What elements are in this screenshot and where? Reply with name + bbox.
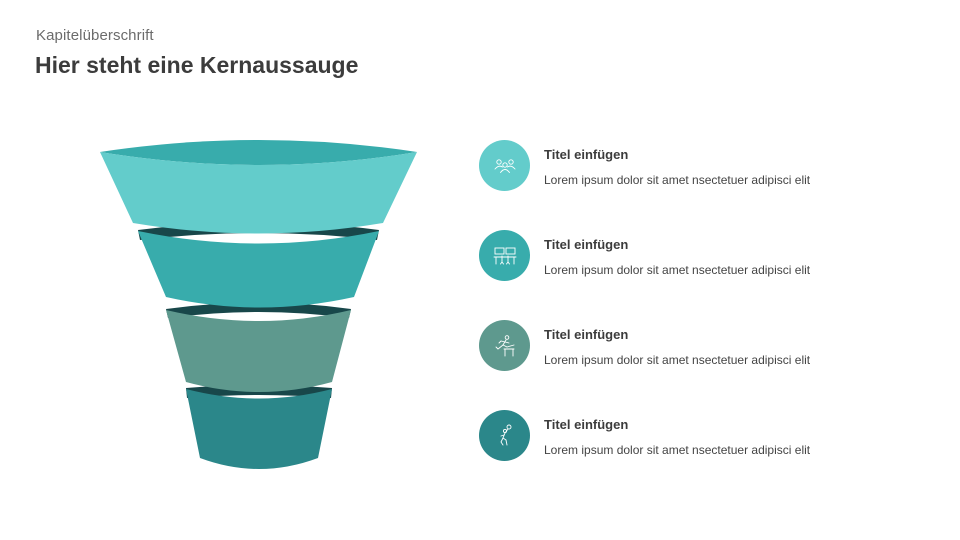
item-title: Titel einfügen	[544, 327, 629, 342]
list-item: Titel einfügen Lorem ipsum dolor sit ame…	[479, 140, 899, 192]
funnel-layer-3	[166, 302, 351, 392]
list-item: Titel einfügen Lorem ipsum dolor sit ame…	[479, 320, 899, 372]
volleyball-player-icon	[499, 424, 511, 445]
funnel-layer-1-inner	[100, 140, 417, 165]
funnel-layer-2-body	[138, 231, 379, 308]
item-text: Lorem ipsum dolor sit amet nsectetuer ad…	[544, 443, 811, 457]
page-title: Hier steht eine Kernaussauge	[35, 52, 359, 78]
item-title: Titel einfügen	[544, 147, 629, 162]
list-item: Titel einfügen Lorem ipsum dolor sit ame…	[479, 230, 899, 282]
item-text: Lorem ipsum dolor sit amet nsectetuer ad…	[544, 263, 811, 277]
funnel-layer-1-body	[100, 152, 417, 234]
item-title: Titel einfügen	[544, 237, 629, 252]
item-text: Lorem ipsum dolor sit amet nsectetuer ad…	[544, 353, 811, 367]
list-item: Titel einfügen Lorem ipsum dolor sit ame…	[479, 410, 899, 462]
icon-circle	[479, 230, 530, 281]
funnel-layer-1	[100, 140, 417, 234]
funnel-layer-3-body	[166, 310, 351, 392]
funnel-layer-3-rim	[166, 302, 351, 318]
item-text: Lorem ipsum dolor sit amet nsectetuer ad…	[544, 173, 811, 187]
icon-circle	[479, 140, 530, 191]
icon-circle	[479, 320, 530, 371]
icon-circle	[479, 410, 530, 461]
hurdle-runner-icon	[495, 334, 514, 356]
funnel-layer-4	[186, 385, 332, 469]
funnel-layer-2	[138, 222, 379, 308]
chapter-heading: Kapitelüberschrift	[36, 27, 154, 44]
item-title: Titel einfügen	[544, 417, 629, 432]
funnel-layer-4-body	[186, 389, 332, 469]
workstations-icon	[493, 247, 516, 264]
people-group-icon	[494, 158, 515, 173]
